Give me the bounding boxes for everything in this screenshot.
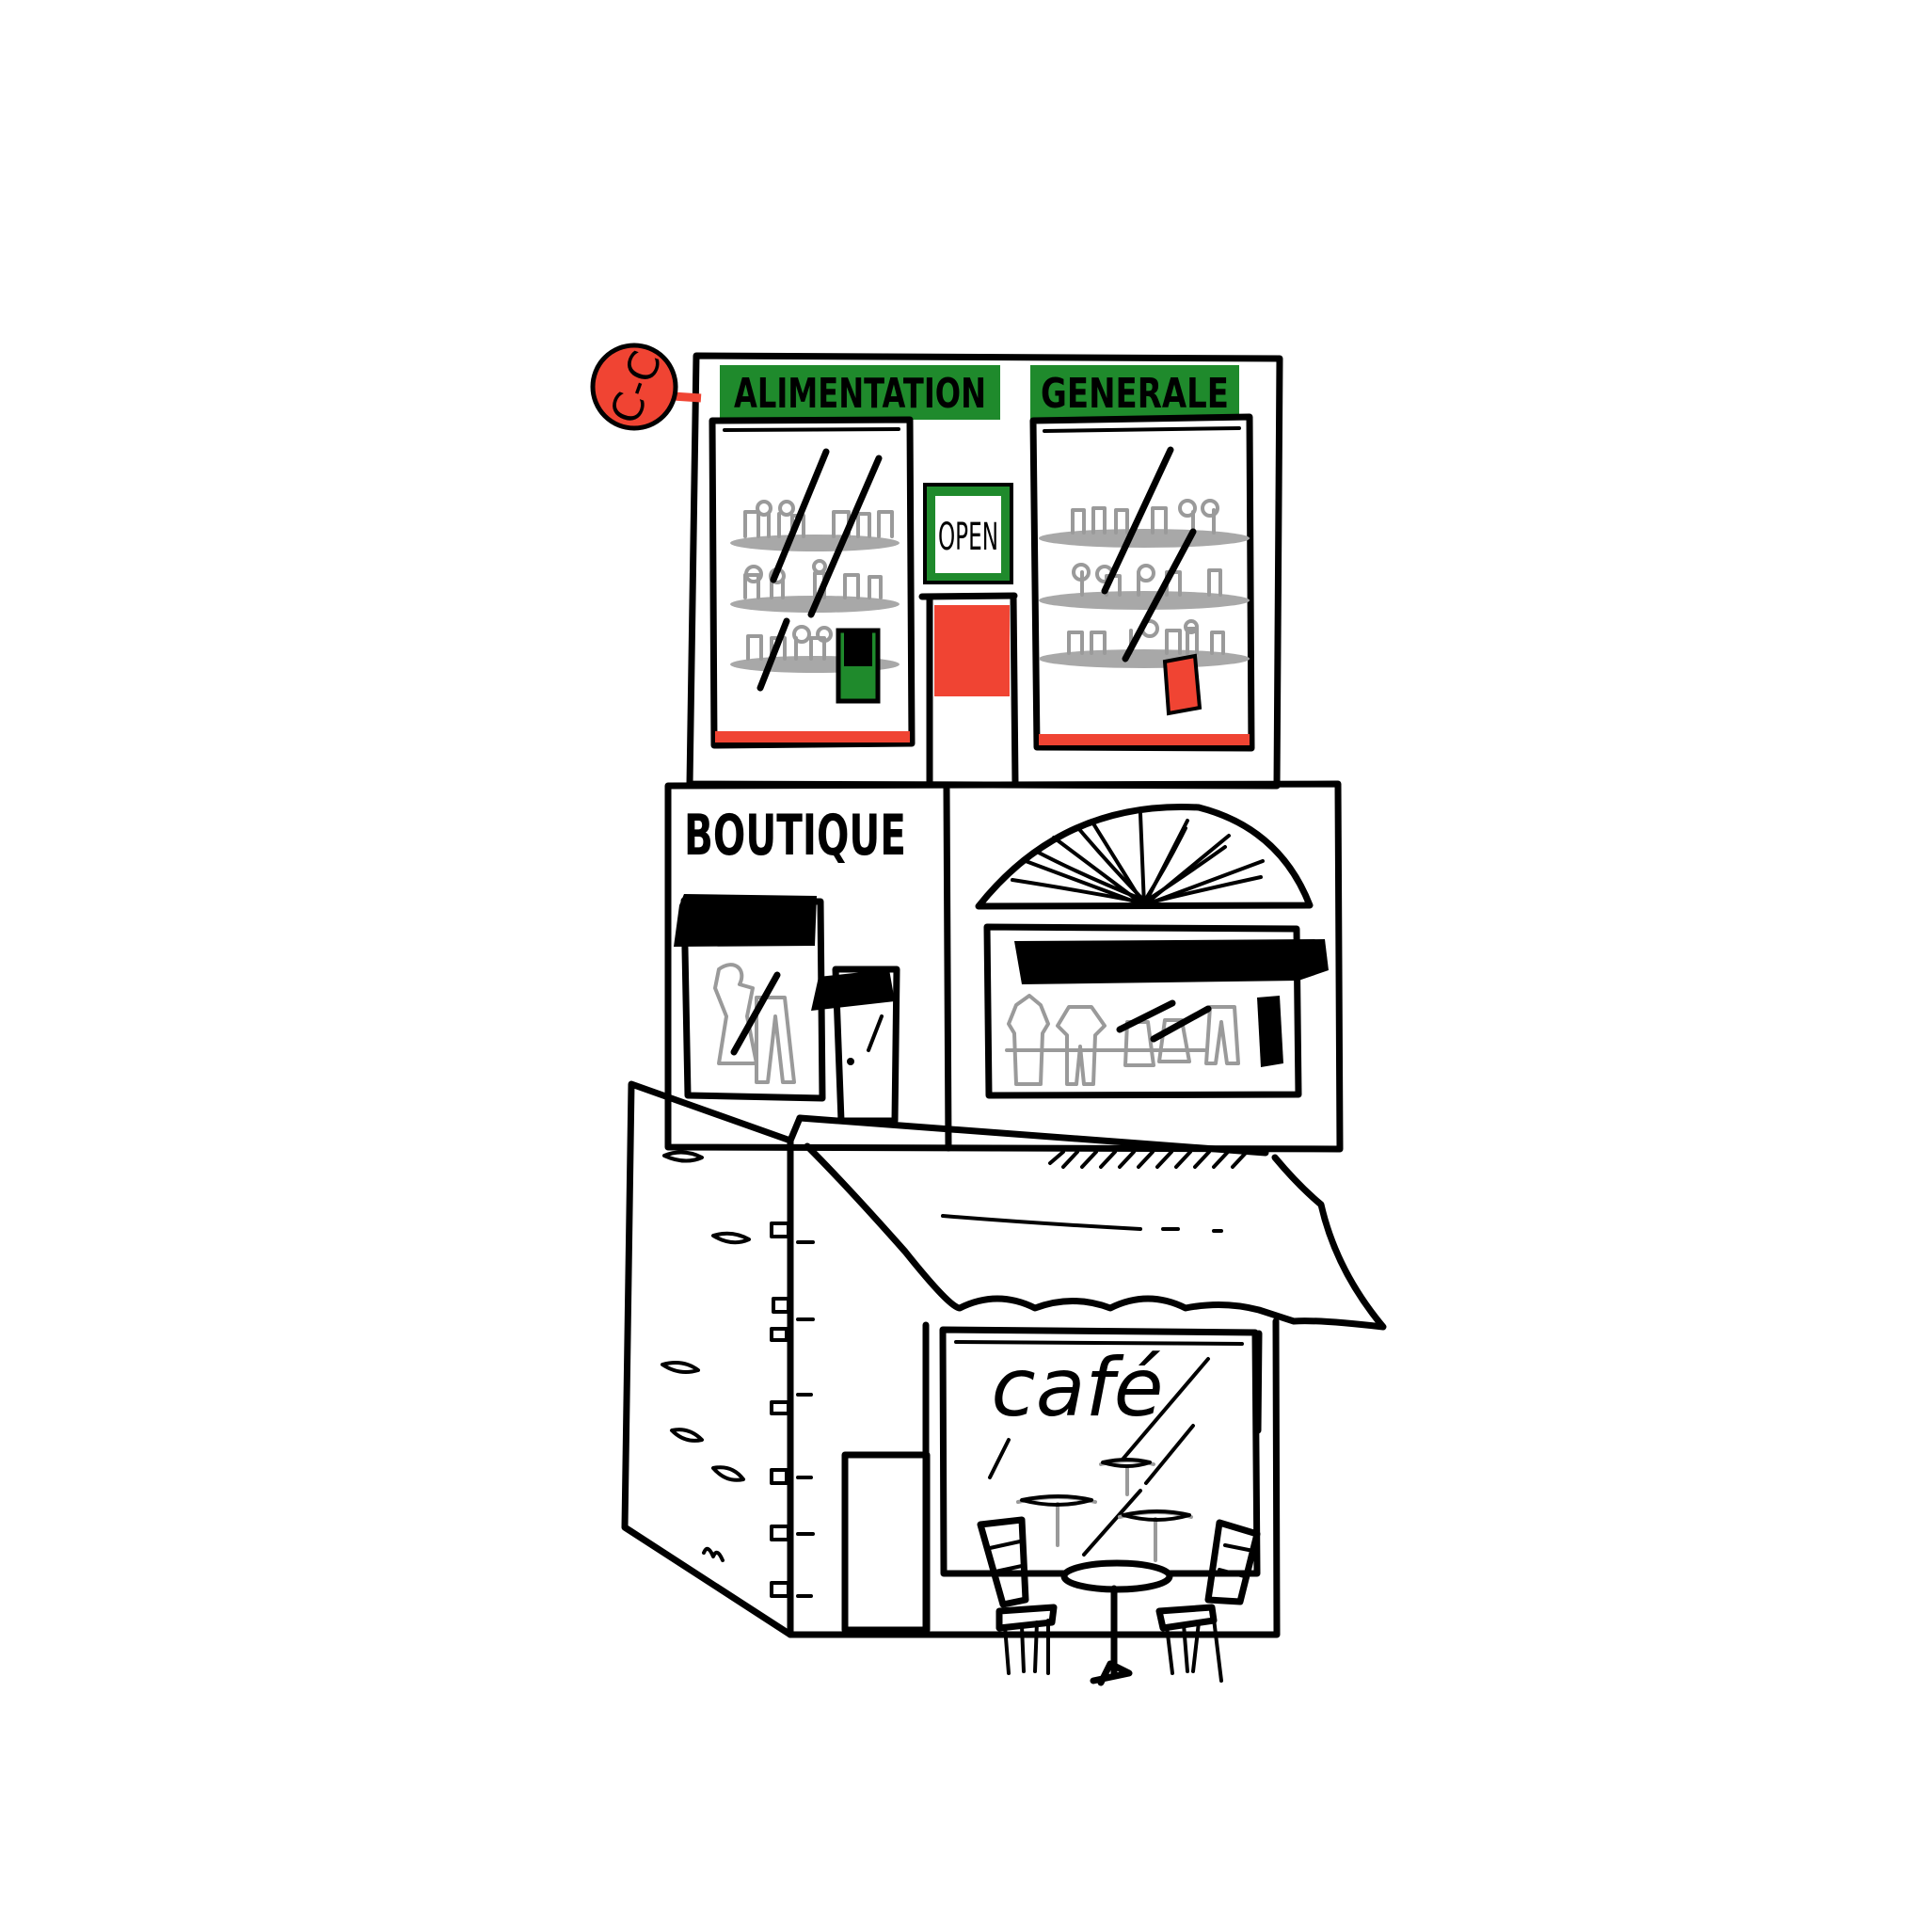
sign-boutique: BOUTIQUE <box>684 803 906 869</box>
shelf-products-right <box>1067 499 1225 655</box>
open-sign-text: OPEN <box>938 516 998 559</box>
cafe-chair-right <box>1155 1519 1261 1683</box>
sign-alimentation: ALIMENTATION <box>734 370 986 418</box>
boutique-door <box>811 966 900 1125</box>
sign-generale: GENERALE <box>1041 370 1229 418</box>
top-shop: ALIMENTATION GENERALE C-C <box>590 343 1283 790</box>
wall-bricks <box>661 1150 815 1598</box>
cafe: café <box>621 1080 1387 1686</box>
cafe-window: café <box>939 1326 1261 1577</box>
cafe-chair-left <box>977 1516 1058 1675</box>
boutique-awning-left <box>674 894 817 947</box>
cafe-side-wall <box>621 1080 794 1638</box>
c-c-logo: C-C <box>590 343 702 431</box>
cafe-awning <box>804 1142 1387 1331</box>
boutique-window-right <box>983 923 1329 1099</box>
red-door-panel <box>934 605 1010 696</box>
boutique-window-left <box>674 894 826 1102</box>
grocery-window-left <box>709 416 916 749</box>
fan-window <box>975 803 1314 910</box>
middle-shop: BOUTIQUE <box>664 780 1344 1153</box>
cafe-furniture <box>977 1516 1261 1686</box>
red-product-bag <box>1162 653 1202 716</box>
cafe-window-text: café <box>991 1341 1163 1435</box>
cafe-table-top <box>1060 1559 1173 1593</box>
grocery-window-right <box>1029 413 1255 752</box>
boutique-awning-right <box>1014 939 1329 984</box>
sign-band-right <box>1030 365 1239 420</box>
cafe-door <box>841 1451 931 1634</box>
middle-shop-frame <box>664 780 1344 1153</box>
grocery-entrance: OPEN <box>918 483 1019 788</box>
sign-band-left <box>720 365 1000 420</box>
